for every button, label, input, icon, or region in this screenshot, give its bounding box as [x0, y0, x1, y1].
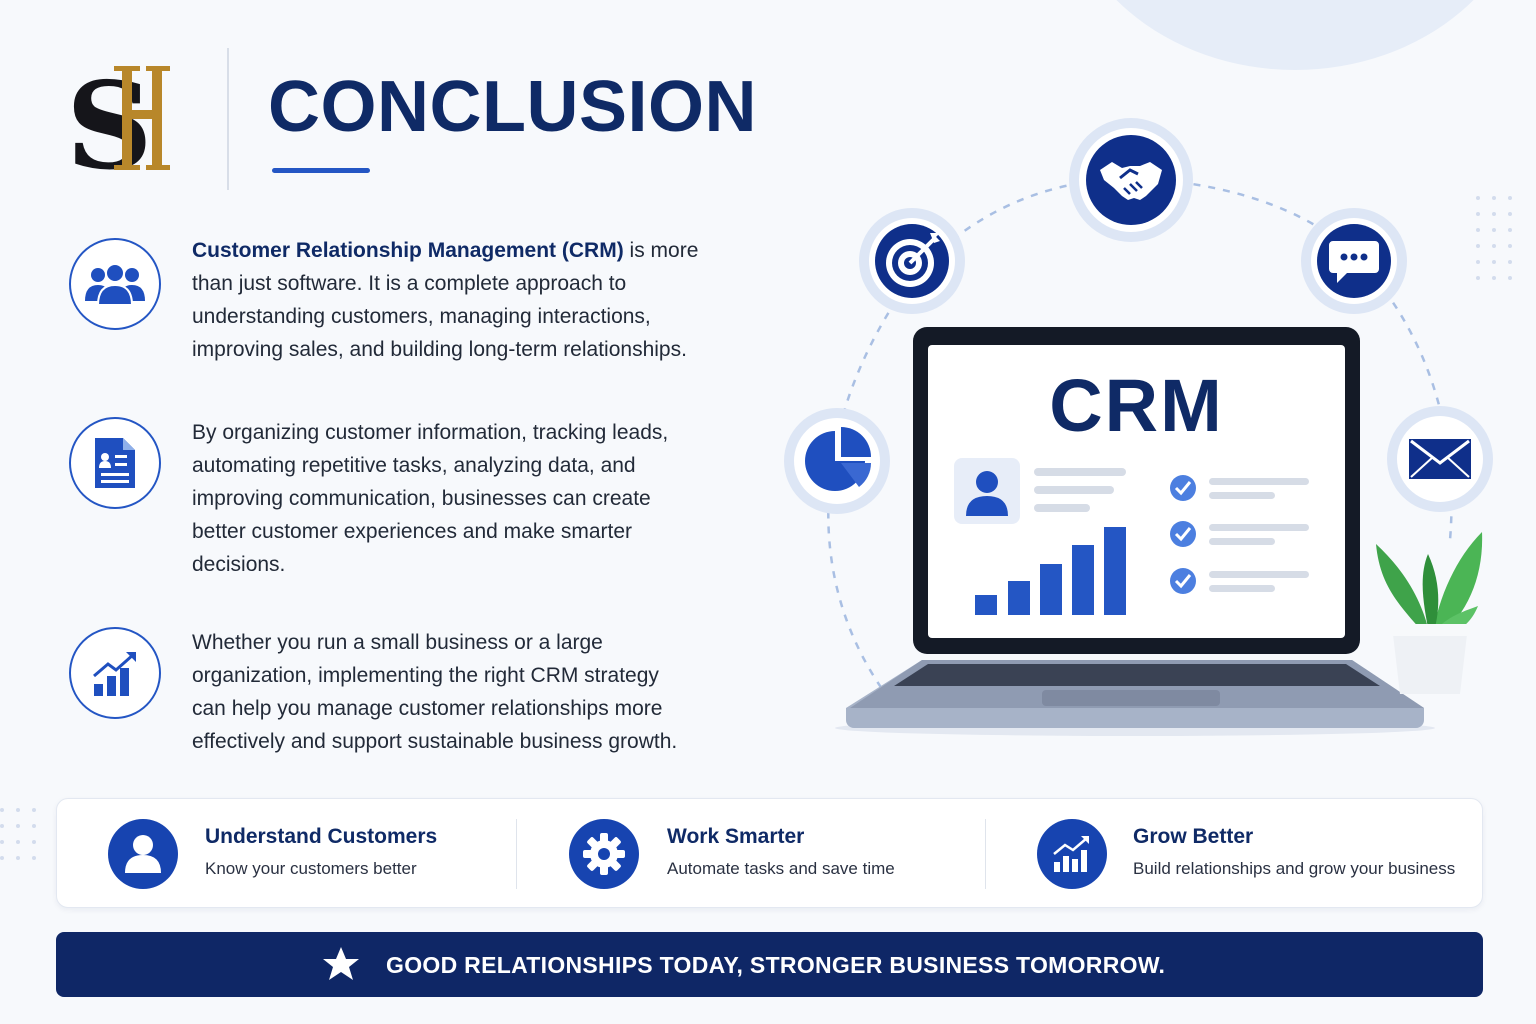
paragraph-line: By organizing customer information, trac…	[192, 421, 669, 444]
header-divider	[227, 48, 229, 190]
decorative-dots	[1476, 196, 1512, 280]
decorative-dots	[0, 808, 36, 860]
feature-work-smarter: Work Smarter Automate tasks and save tim…	[517, 799, 985, 909]
checklist	[1170, 475, 1309, 594]
sh-logo: S	[66, 60, 170, 178]
page-title: CONCLUSION	[268, 67, 757, 147]
feature-subtitle: Build relationships and grow your busine…	[1133, 859, 1456, 878]
plant-icon	[1376, 532, 1483, 694]
paragraph-line: than just software. It is a complete app…	[192, 272, 627, 295]
feature-subtitle: Automate tasks and save time	[667, 859, 895, 878]
gear-icon	[569, 819, 639, 889]
pie-chart-icon	[784, 408, 890, 514]
paragraph-line: organization, implementing the right CRM…	[192, 664, 659, 687]
paragraph-crm-definition: Customer Relationship Management (CRM) i…	[192, 234, 752, 366]
mail-icon	[1387, 406, 1493, 512]
feature-grow-better: Grow Better Build relationships and grow…	[985, 799, 1483, 909]
background-arc	[1060, 0, 1530, 70]
paragraph-line: understanding customers, managing intera…	[192, 305, 651, 328]
user-icon	[108, 819, 178, 889]
tagline-text: GOOD RELATIONSHIPS TODAY, STRONGER BUSIN…	[386, 952, 1166, 978]
feature-title: Understand Customers	[205, 825, 438, 848]
growth-chart-icon	[1037, 819, 1107, 889]
people-group-icon	[69, 238, 161, 330]
feature-separator	[516, 819, 517, 889]
target-icon	[859, 208, 965, 314]
growth-chart-icon	[69, 627, 161, 719]
paragraph-crm-benefits: By organizing customer information, trac…	[192, 416, 752, 581]
title-underline	[272, 168, 370, 173]
feature-title: Work Smarter	[667, 825, 805, 848]
feature-title: Grow Better	[1133, 825, 1254, 848]
feature-separator	[985, 819, 986, 889]
paragraph-line: can help you manage customer relationshi…	[192, 697, 663, 720]
laptop-base	[835, 660, 1435, 736]
user-card-icon	[954, 458, 1020, 524]
crm-screen-title: CRM	[1049, 364, 1224, 447]
star-icon	[323, 947, 359, 980]
feature-understand-customers: Understand Customers Know your customers…	[57, 799, 517, 909]
paragraph-line: decisions.	[192, 553, 286, 576]
bar-chart	[975, 527, 1126, 615]
features-card: Understand Customers Know your customers…	[56, 798, 1483, 908]
crm-dashboard	[954, 458, 1309, 615]
document-icon	[69, 417, 161, 509]
paragraph-line: improving sales, and building long-term …	[192, 338, 687, 361]
paragraph-line: Whether you run a small business or a la…	[192, 631, 603, 654]
paragraph-line: improving communication, businesses can …	[192, 487, 651, 510]
paragraph-line: better customer experiences and make sma…	[192, 520, 633, 543]
paragraph-line: is more	[623, 239, 699, 262]
paragraph-line: effectively and support sustainable busi…	[192, 730, 678, 753]
crm-highlight: Customer Relationship Management (CRM)	[192, 239, 624, 262]
paragraph-line: automating repetitive tasks, analyzing d…	[192, 454, 636, 477]
tagline-banner	[56, 932, 1483, 997]
chat-icon	[1301, 208, 1407, 314]
paragraph-crm-strategy: Whether you run a small business or a la…	[192, 626, 752, 758]
handshake-icon	[1069, 118, 1193, 242]
feature-subtitle: Know your customers better	[205, 859, 417, 878]
